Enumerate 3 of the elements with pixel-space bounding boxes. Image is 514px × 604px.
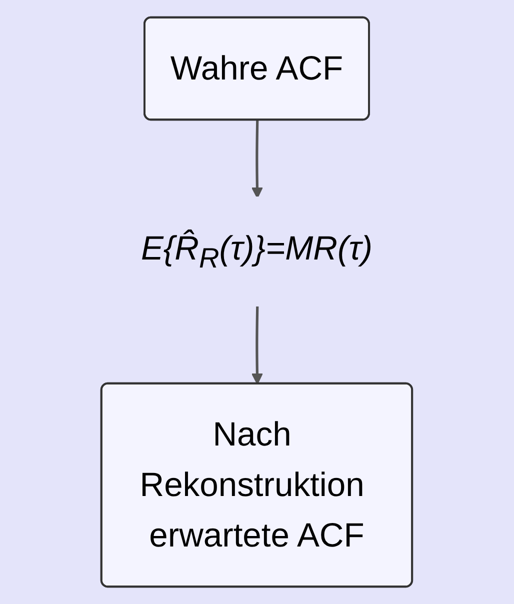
node-text: E{R̂$_{R}$(τ)}=MR(τ) [141,228,373,274]
arrow [252,306,264,385]
arrow [252,120,264,198]
